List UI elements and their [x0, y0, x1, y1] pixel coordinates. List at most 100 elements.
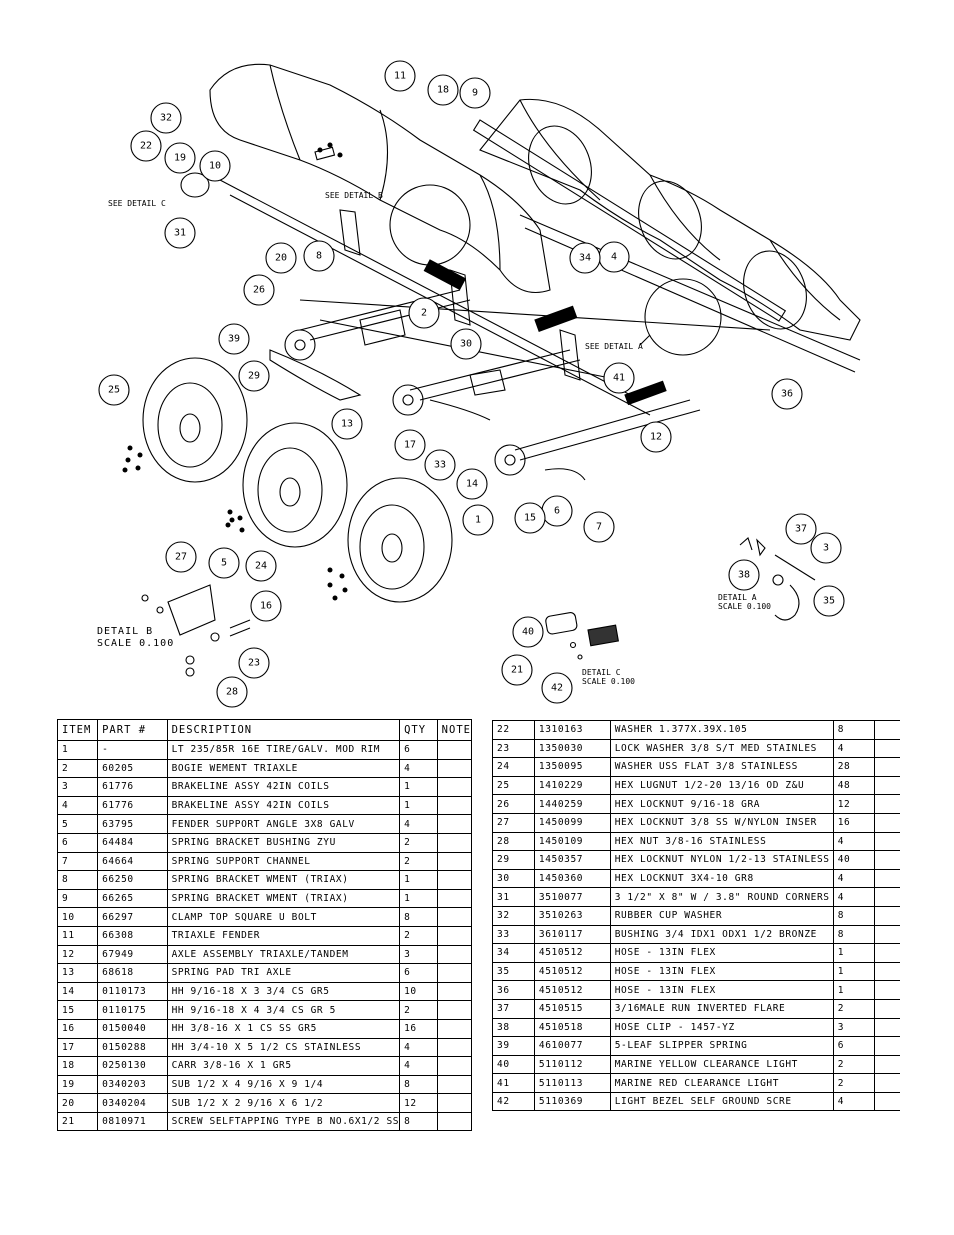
- cell-description: SPRING SUPPORT CHANNEL: [166, 851, 401, 872]
- cell-qty: 4: [832, 738, 875, 759]
- callout-19: 19: [164, 142, 196, 174]
- cell-part: 0340203: [97, 1074, 168, 1095]
- cell-description: SCREW SELFTAPPING TYPE B NO.6X1/2 SS: [166, 1111, 401, 1132]
- fender-left: [209, 63, 551, 294]
- cell-qty: 8: [399, 1074, 438, 1095]
- callout-circle: [384, 60, 416, 92]
- cell-part: 1350095: [533, 757, 611, 777]
- cell-qty: 4: [832, 887, 875, 907]
- cell-note: [873, 831, 900, 852]
- callout-40: 40: [512, 616, 544, 648]
- cell-part: 3610117: [533, 924, 611, 945]
- cell-description: CARR 3/8-16 X 1 GR5: [166, 1056, 401, 1076]
- cell-qty: 6: [399, 963, 438, 983]
- see-detail-a-note: SEE DETAIL A: [585, 342, 643, 351]
- cell-note: [436, 740, 473, 760]
- cell-description: SPRING BRACKET WMENT (TRIAX): [166, 870, 401, 890]
- cell-description: BOGIE WEMENT TRIAXLE: [166, 758, 401, 779]
- cell-note: [436, 814, 473, 834]
- cell-item: 4: [56, 795, 99, 816]
- cell-item: 27: [492, 812, 535, 833]
- hubs: [284, 329, 526, 476]
- callout-3: 3: [810, 532, 842, 564]
- cell-part: 4610077: [533, 1036, 611, 1056]
- cell-qty: 4: [399, 1056, 438, 1076]
- callout-23: 23: [238, 647, 270, 679]
- callout-label: 22: [140, 141, 152, 152]
- callout-label: 23: [248, 658, 260, 669]
- cell-qty: 4: [832, 831, 875, 852]
- cell-note: [436, 1018, 473, 1039]
- callout-18: 18: [427, 74, 459, 106]
- callout-circle: [640, 421, 672, 453]
- cell-item: 9: [56, 888, 99, 909]
- cell-part: 1350030: [533, 738, 611, 759]
- callout-circle: [238, 647, 270, 679]
- cell-item: 23: [492, 738, 535, 759]
- cell-qty: 2: [399, 925, 438, 946]
- cell-description: SPRING BRACKET WMENT (TRIAX): [166, 888, 401, 909]
- leaf-spring: [269, 349, 362, 401]
- cell-qty: 3: [832, 1017, 875, 1038]
- cell-item: 12: [56, 944, 99, 965]
- cell-item: 33: [492, 924, 535, 945]
- callout-circle: [501, 654, 533, 686]
- callout-16: 16: [250, 590, 282, 622]
- cell-item: 36: [492, 980, 535, 1000]
- cell-description: LOCK WASHER 3/8 S/T MED STAINLES: [609, 738, 834, 759]
- cell-part: 0340204: [97, 1093, 168, 1113]
- callout-label: 27: [175, 552, 187, 563]
- cell-item: 16: [56, 1018, 99, 1039]
- cell-note: [436, 925, 473, 946]
- cell-part: 4510512: [533, 980, 611, 1000]
- callout-circle: [218, 323, 250, 355]
- cell-note: [873, 757, 900, 777]
- callout-27: 27: [165, 541, 197, 573]
- cell-item: 30: [492, 868, 535, 889]
- callout-circle: [424, 449, 456, 481]
- callout-36: 36: [771, 378, 803, 410]
- callout-label: 14: [466, 479, 478, 490]
- callout-30: 30: [450, 328, 482, 360]
- cell-part: 0110175: [97, 1000, 168, 1020]
- callout-label: 25: [108, 385, 120, 396]
- callout-label: 20: [275, 253, 287, 264]
- cell-part: 63795: [97, 814, 168, 834]
- callout-4: 4: [598, 241, 630, 273]
- callout-label: 2: [421, 308, 427, 319]
- callout-circle: [303, 240, 335, 272]
- cell-item: 11: [56, 925, 99, 946]
- cell-description: HOSE - 13IN FLEX: [609, 943, 834, 963]
- callout-29: 29: [238, 360, 270, 392]
- header-note: NOTE: [436, 719, 473, 741]
- cell-note: [873, 980, 900, 1000]
- callout-35: 35: [813, 585, 845, 617]
- fender-right: [472, 98, 861, 341]
- cell-item: 13: [56, 963, 99, 983]
- cell-item: 5: [56, 814, 99, 834]
- detail-b-title: DETAIL B: [97, 626, 153, 637]
- cell-note: [873, 924, 900, 945]
- cell-note: [436, 944, 473, 965]
- cell-qty: 1: [399, 888, 438, 909]
- cell-item: 22: [492, 720, 535, 740]
- cell-part: 67949: [97, 944, 168, 965]
- cell-part: 66250: [97, 870, 168, 890]
- callout-label: 18: [437, 85, 449, 96]
- cell-part: 1410229: [533, 775, 611, 796]
- callout-2: 2: [408, 297, 440, 329]
- cell-part: 66265: [97, 888, 168, 909]
- callout-label: 29: [248, 371, 260, 382]
- cell-item: 6: [56, 832, 99, 853]
- cell-note: [873, 1054, 900, 1075]
- callout-label: 34: [579, 253, 591, 264]
- cell-note: [873, 812, 900, 833]
- cell-item: 15: [56, 1000, 99, 1020]
